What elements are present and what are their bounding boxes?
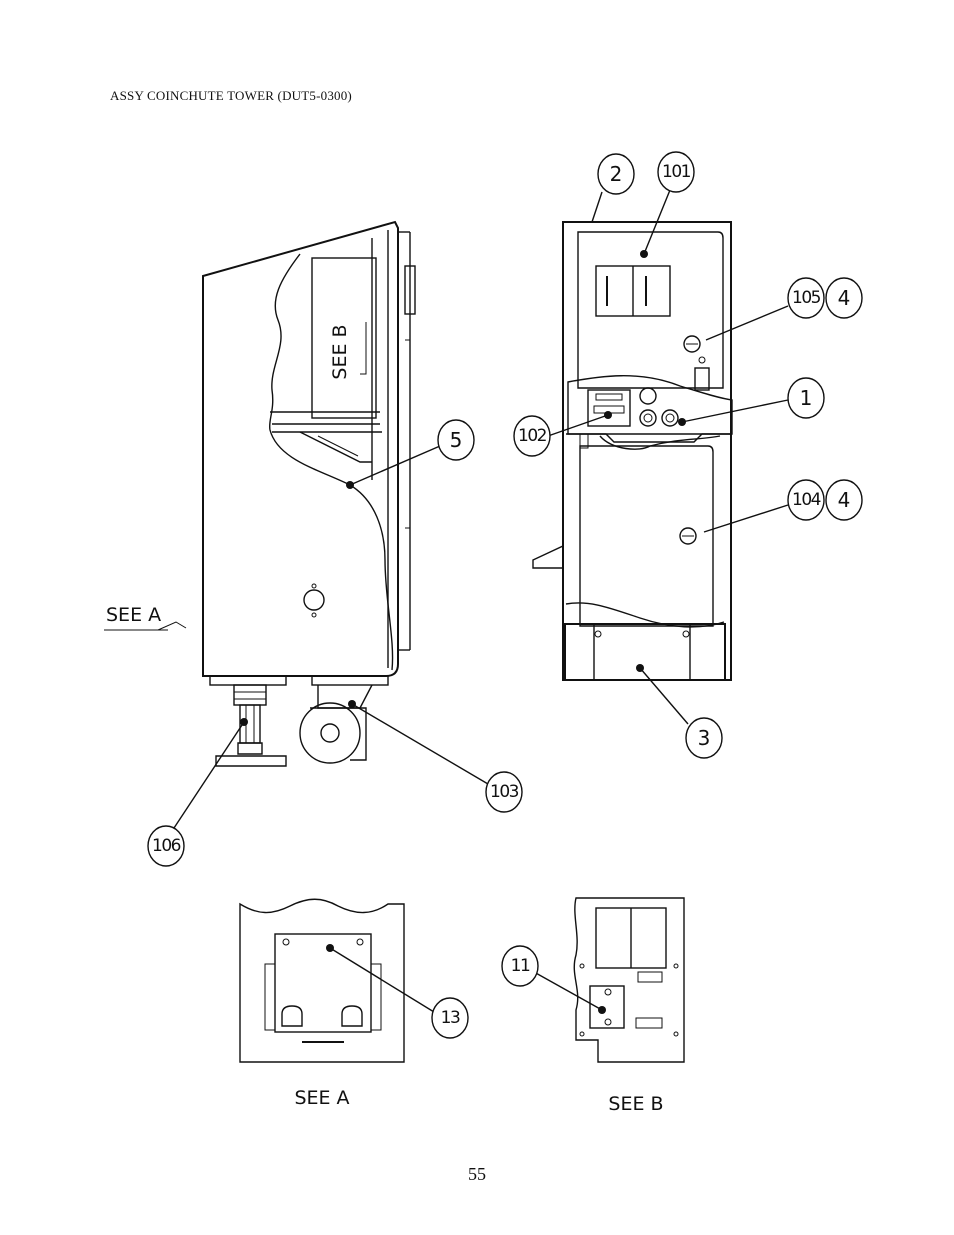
callout-2: 2 xyxy=(597,153,635,195)
callout-13: 13 xyxy=(431,997,469,1039)
svg-text:5: 5 xyxy=(450,428,463,452)
side-view: SEE B SEE A xyxy=(104,220,416,767)
see-a-caption: SEE A xyxy=(294,1087,349,1109)
front-view xyxy=(532,221,733,681)
callout-105: 105 xyxy=(787,277,825,319)
svg-text:104: 104 xyxy=(792,490,821,510)
svg-text:4: 4 xyxy=(838,488,851,512)
callout-106: 106 xyxy=(147,825,185,867)
svg-text:105: 105 xyxy=(792,288,821,308)
callout-1: 1 xyxy=(787,377,825,419)
svg-text:11: 11 xyxy=(511,956,530,976)
svg-text:106: 106 xyxy=(152,836,181,856)
detail-see-a: SEE A xyxy=(239,898,405,1109)
callout-3: 3 xyxy=(685,717,723,759)
callout-5: 5 xyxy=(437,419,475,461)
callout-104: 104 xyxy=(787,479,825,521)
detail-see-b: SEE B xyxy=(573,897,685,1115)
svg-text:101: 101 xyxy=(662,162,691,182)
see-a-side-label: SEE A xyxy=(106,604,161,626)
callout-102: 102 xyxy=(513,415,551,457)
callout-103: 103 xyxy=(485,771,523,813)
page-title: ASSY COINCHUTE TOWER (DUT5-0300) xyxy=(110,88,352,103)
svg-text:2: 2 xyxy=(610,162,623,186)
svg-text:13: 13 xyxy=(441,1008,460,1028)
svg-text:4: 4 xyxy=(838,286,851,310)
callout-101: 101 xyxy=(657,151,695,193)
svg-text:102: 102 xyxy=(518,426,547,446)
callout-4-upper: 4 xyxy=(825,277,863,319)
svg-text:3: 3 xyxy=(698,726,711,750)
see-b-side-label: SEE B xyxy=(329,324,351,379)
svg-text:1: 1 xyxy=(800,386,813,410)
callout-4-lower: 4 xyxy=(825,479,863,521)
leader-lines xyxy=(173,189,789,1014)
see-b-caption: SEE B xyxy=(608,1093,663,1115)
svg-text:103: 103 xyxy=(490,782,519,802)
page-number: 55 xyxy=(468,1164,486,1184)
callout-11: 11 xyxy=(501,945,539,987)
